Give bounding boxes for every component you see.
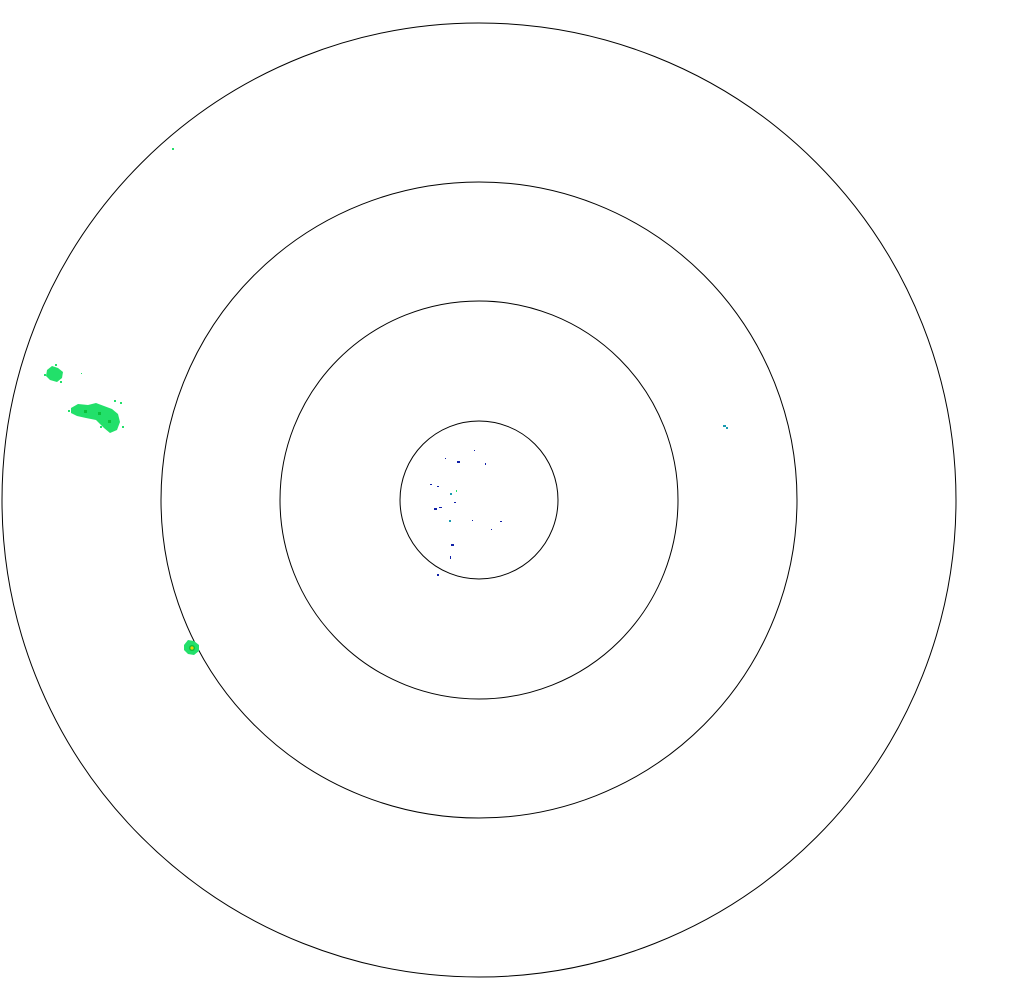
echo-cluster-west-2	[68, 400, 124, 433]
echo-cluster-west-1	[44, 364, 82, 383]
range-rings	[1, 22, 957, 978]
echo-cell-southwest	[184, 640, 199, 655]
echo-speck	[172, 148, 174, 150]
echo-speck-east	[723, 425, 728, 429]
precipitation-echoes	[44, 148, 728, 655]
range-ring-1	[399, 420, 559, 580]
echo-cluster-west-2-core	[84, 410, 111, 423]
range-ring-2	[279, 300, 679, 700]
range-ring-4	[1, 22, 957, 978]
center-clutter	[430, 450, 502, 576]
range-ring-3	[160, 181, 798, 819]
